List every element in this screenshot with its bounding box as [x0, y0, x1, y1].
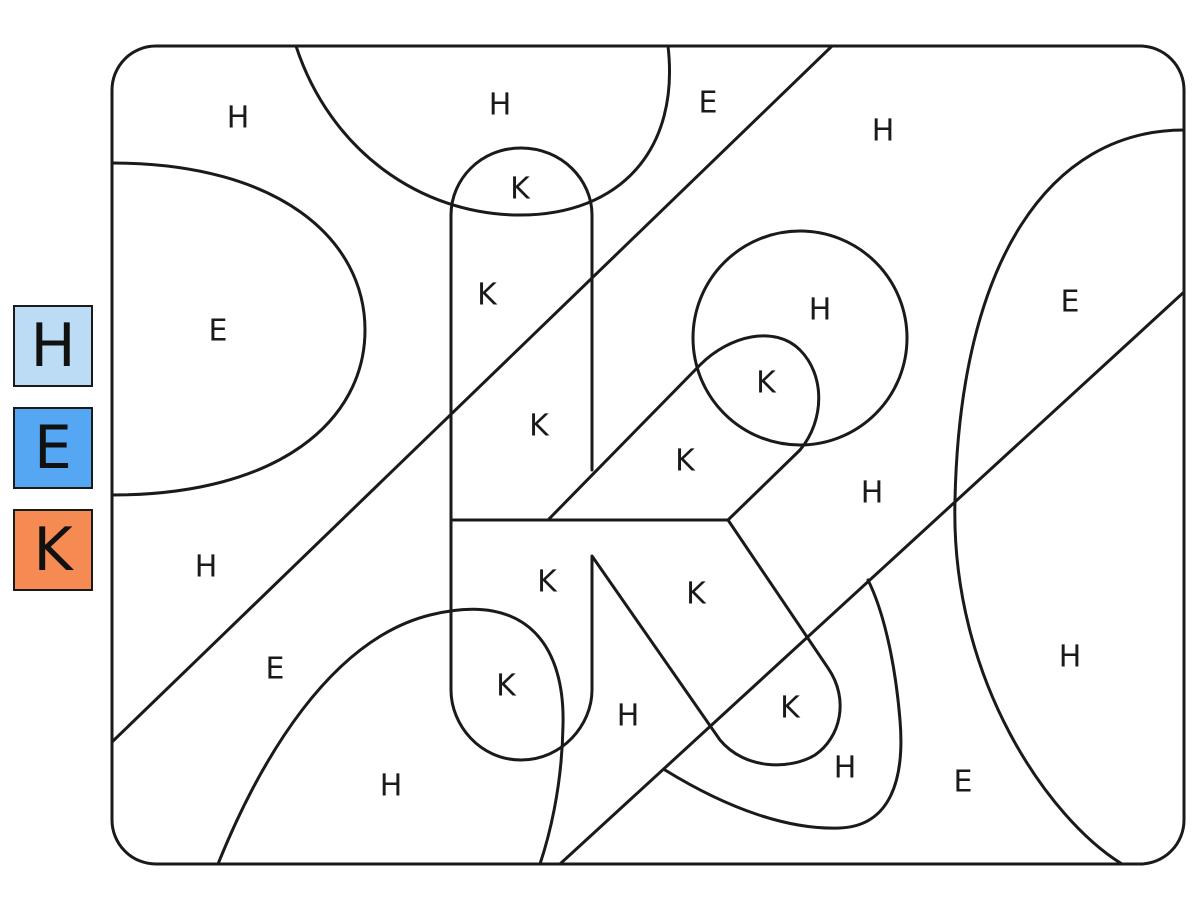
region-label-e[interactable]: E — [266, 652, 285, 687]
region-label-h[interactable]: H — [380, 769, 403, 804]
region-label-e[interactable]: E — [954, 765, 973, 800]
region-label-h[interactable]: H — [872, 114, 895, 149]
legend-swatch-k[interactable]: K — [13, 509, 93, 591]
region-label-h[interactable]: H — [617, 699, 640, 734]
region-label-k[interactable]: K — [496, 669, 517, 704]
region-label-h[interactable]: H — [489, 88, 512, 123]
region-label-h[interactable]: H — [861, 476, 884, 511]
region-label-h[interactable]: H — [227, 101, 250, 136]
legend-swatch-h[interactable]: H — [13, 305, 93, 387]
board-frame — [110, 44, 1186, 866]
region-label-k[interactable]: K — [537, 565, 558, 600]
region-label-k[interactable]: K — [756, 366, 777, 401]
region-label-e[interactable]: E — [209, 314, 228, 349]
region-label-k[interactable]: K — [686, 577, 707, 612]
region-label-k[interactable]: K — [780, 691, 801, 726]
region-label-k[interactable]: K — [675, 444, 696, 479]
region-outlines — [112, 46, 1184, 864]
region-label-k[interactable]: K — [510, 172, 531, 207]
legend-letter-e: E — [34, 413, 72, 483]
region-label-h[interactable]: H — [195, 550, 218, 585]
legend-letter-k: K — [33, 515, 73, 585]
region-label-k[interactable]: K — [529, 409, 550, 444]
region-label-h[interactable]: H — [809, 293, 832, 328]
region-label-e[interactable]: E — [699, 86, 718, 121]
region-label-k[interactable]: K — [477, 278, 498, 313]
region-label-h[interactable]: H — [1059, 640, 1082, 675]
legend-swatch-e[interactable]: E — [13, 407, 93, 489]
region-label-h[interactable]: H — [834, 751, 857, 786]
legend-letter-h: H — [30, 311, 76, 381]
region-label-e[interactable]: E — [1061, 285, 1080, 320]
